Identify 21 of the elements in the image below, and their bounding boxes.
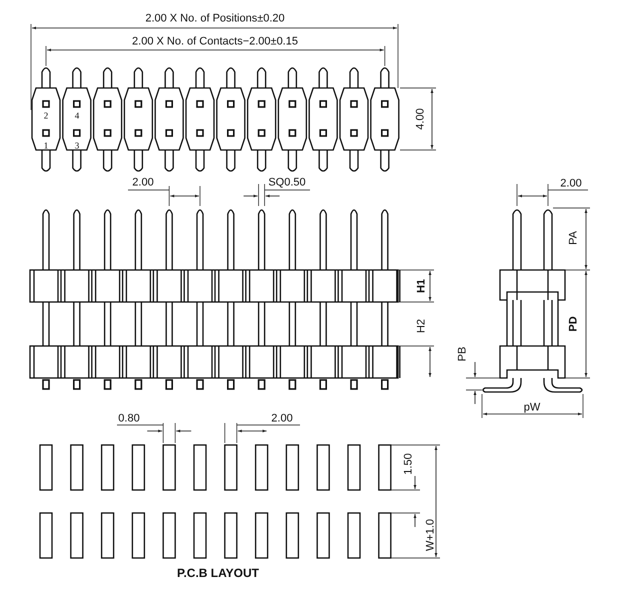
dimension-label: 2.00 [271, 414, 293, 424]
dimension-label: 2.00 X No. of Contacts−2.00±0.15 [132, 36, 298, 48]
dimension-label: H1 [416, 278, 428, 294]
dimension-label: 0.80 [118, 414, 140, 424]
section-title: P.C.B LAYOUT [176, 567, 260, 579]
dimension-label: W+1.0 [426, 518, 436, 552]
pin-number: 1 [44, 142, 48, 150]
dimension-label: 2.00 [132, 178, 154, 188]
dimension-label: PA [568, 231, 580, 245]
dimension-label: H2 [416, 318, 428, 334]
dimension-label: PB [458, 346, 468, 362]
dimension-label: SQ0.50 [268, 178, 306, 188]
dimension-label: PD [568, 316, 580, 332]
pin-number: 2 [44, 112, 48, 120]
dimension-label: 2.00 [560, 178, 582, 190]
pin-number: 4 [74, 112, 80, 120]
dimension-label: 4.00 [416, 108, 426, 130]
pin-number: 3 [74, 142, 80, 150]
dimension-label: pW [524, 402, 540, 414]
dimension-label: 2.00 X No. of Positions±0.20 [145, 14, 285, 24]
dimension-label: 1.50 [404, 453, 414, 475]
